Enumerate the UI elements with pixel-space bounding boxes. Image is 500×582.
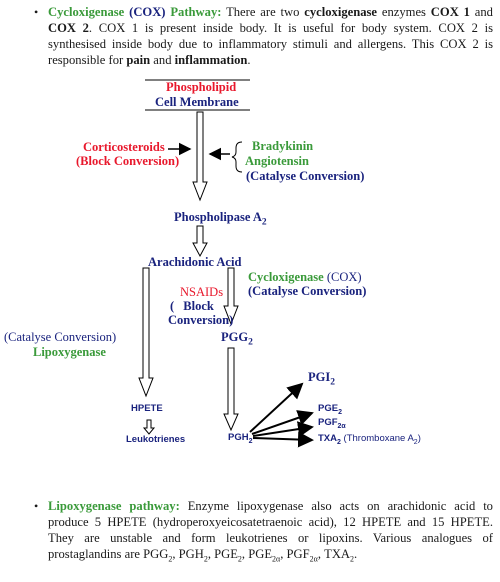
analogue-sub: 2	[168, 554, 173, 564]
pgg-label: PGG2	[221, 330, 253, 348]
txa-text: TXA	[318, 433, 337, 444]
intro-text: .	[247, 53, 251, 67]
hollow-arrow-pgg	[223, 347, 239, 432]
thromboxane-close: )	[417, 433, 421, 444]
arrow-pgi	[249, 382, 304, 433]
arachidonic-acid-label: Arachidonic Acid	[148, 255, 242, 269]
intro-text: enzymes	[377, 5, 431, 19]
nsaids-label: NSAIDs	[180, 285, 224, 299]
lipoxygenase-title: Lipoxygenase pathway:	[48, 499, 180, 513]
hollow-arrow-hpete	[142, 419, 156, 435]
cell-membrane-label: Cell Membrane	[155, 95, 239, 109]
pgh-text: PGH	[228, 432, 249, 443]
brace	[231, 141, 243, 173]
analogue-text: PGG	[143, 547, 169, 561]
pgi-subscript: 2	[330, 377, 335, 388]
pgg-text: PGG	[221, 330, 249, 344]
intro-text: There are two	[221, 5, 305, 19]
arrow-pge	[251, 410, 314, 435]
analogue-sub: 2	[237, 554, 242, 564]
pgi-label: PGI2	[308, 370, 335, 388]
analogue-text: , PGF	[280, 547, 310, 561]
pgf-subscript: 2α	[337, 422, 346, 430]
hollow-arrow-phospholipase	[192, 225, 208, 258]
phospholipid-label: Phospholipid	[166, 80, 237, 94]
cox-title: Cycloxigenase	[48, 5, 125, 19]
catalyse-conversion-label: (Catalyse Conversion)	[246, 169, 365, 183]
corticosteroids-label: Corticosteroids	[83, 140, 165, 154]
intro-bullet: •	[34, 5, 39, 19]
pgg-subscript: 2	[248, 337, 253, 348]
lipoxygenase-paragraph: • Lipoxygenase pathway: Enzyme lipoxygen…	[34, 498, 493, 568]
phospholipase-label: Phospholipase A2	[174, 210, 267, 228]
analogue-text: , PGE	[241, 547, 273, 561]
intro-text: COX 2	[48, 21, 89, 35]
txa-subscript: 2	[337, 438, 341, 446]
pgh-subscript: 2	[248, 437, 253, 445]
angiotensin-label: Angiotensin	[245, 154, 309, 168]
thromboxane-subscript: 2	[413, 438, 418, 446]
intro-text: . COX 1 is present inside body. It is us…	[48, 21, 493, 67]
hpete-label: HPETE	[131, 403, 163, 414]
block-open-text: (	[170, 299, 175, 313]
pge-label: PGE2	[318, 403, 342, 416]
intro-text: pain	[126, 53, 151, 67]
thromboxane-text: (Thromboxane A	[343, 433, 414, 444]
intro-text: COX 1	[430, 5, 470, 19]
cox-enzyme-text: Cycloxigenase	[248, 270, 324, 284]
intro-text: inflammation	[174, 53, 248, 67]
analogue-text: , PGH	[172, 547, 204, 561]
lipoxygenase-label: Lipoxygenase	[33, 345, 106, 359]
analogue-sub: 2α	[272, 554, 281, 564]
pgf-text: PGF	[318, 417, 338, 428]
analogue-sub: 2α	[309, 554, 318, 564]
arrow-pgf	[252, 421, 314, 438]
cox-enzyme-label: Cycloxigenase (COX)	[248, 270, 362, 285]
phospholipase-text: Phospholipase A	[174, 210, 262, 224]
hollow-arrow-cox	[223, 267, 239, 326]
outro-bullet: •	[34, 499, 39, 513]
pgh-label: PGH2	[228, 432, 253, 445]
pge-text: PGE	[318, 403, 339, 414]
analogue-sub: 2	[203, 554, 208, 564]
block-open-label: ( Block	[170, 299, 214, 314]
intro-text: cycloxigenase	[304, 5, 378, 19]
phospholipase-subscript: 2	[261, 217, 267, 228]
analogue-sub: 2	[350, 554, 355, 564]
conversion-close-label: Conversion)	[168, 313, 234, 327]
pgf-label: PGF2α	[318, 417, 346, 430]
analogue-text: .	[354, 547, 358, 561]
arrow-txa	[252, 431, 314, 448]
intro-paragraph: • Cycloxigenase (COX) Pathway: There are…	[34, 4, 493, 68]
txa-label: TXA2 (Thromboxane A2)	[318, 433, 421, 446]
cox-abbr: (COX)	[129, 5, 166, 19]
leukotrienes-label: Leukotrienes	[126, 434, 186, 445]
catalyse-conversion-label-3: (Catalyse Conversion)	[4, 330, 117, 344]
analogue-text: , TXA	[317, 547, 351, 561]
pgi-text: PGI	[308, 370, 331, 384]
catalyse-conversion-label-2: (Catalyse Conversion)	[248, 284, 367, 298]
outro-text: Enzyme lipoxygenase also acts on arachid…	[48, 499, 493, 561]
hollow-arrow-lipoxygenase	[138, 267, 154, 398]
hollow-arrow-membrane	[192, 111, 208, 202]
analogue-text: , PGE	[207, 547, 238, 561]
block-word-text: Block	[183, 299, 214, 313]
cox-enzyme-abbr: (COX)	[326, 270, 362, 284]
intro-text: and	[469, 5, 493, 19]
pge-subscript: 2	[338, 408, 342, 416]
pathway-word: Pathway:	[170, 5, 222, 19]
intro-text: and	[150, 53, 175, 67]
bradykinin-label: Bradykinin	[252, 139, 314, 153]
block-conversion-label: (Block Conversion)	[76, 154, 180, 168]
